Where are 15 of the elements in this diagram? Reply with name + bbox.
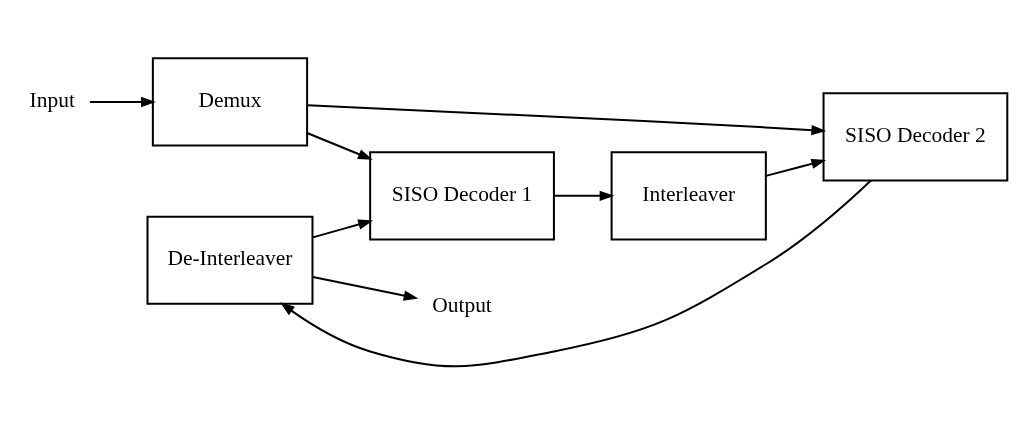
- node-box: Interleaver: [610, 151, 767, 241]
- arrow: [89, 96, 156, 108]
- node-box: De-Interleaver: [146, 215, 314, 305]
- arrow: [312, 219, 374, 239]
- node-text: Output: [432, 293, 492, 318]
- arrow: [765, 158, 827, 177]
- node-text: Input: [29, 88, 75, 113]
- arrow: [554, 190, 615, 202]
- arrow: [279, 179, 872, 368]
- node-box: SISO Decoder 2: [822, 92, 1009, 182]
- node-box: SISO Decoder 1: [369, 151, 555, 241]
- arrow: [307, 132, 373, 160]
- arrow: [312, 275, 419, 301]
- arrow: [307, 104, 827, 136]
- node-box: Demux: [151, 57, 309, 147]
